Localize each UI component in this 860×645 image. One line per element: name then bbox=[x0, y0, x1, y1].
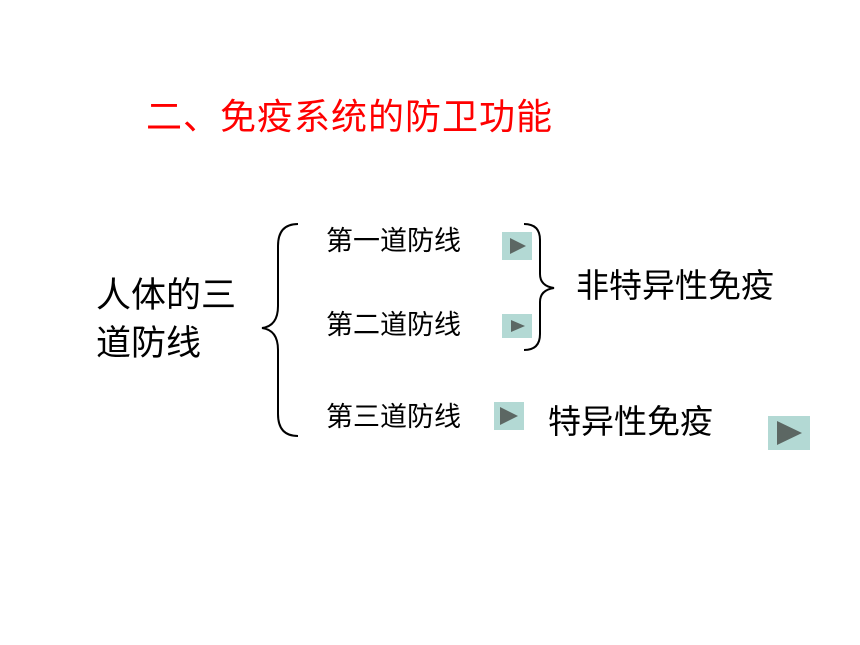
specific-immunity-label: 特异性免疫 bbox=[548, 402, 713, 441]
play-button-third[interactable] bbox=[494, 402, 524, 430]
main-label: 人体的三道防线 bbox=[96, 276, 237, 364]
slide-title: 二、免疫系统的防卫功能 bbox=[146, 97, 554, 138]
nonspecific-immunity-label: 非特异性免疫 bbox=[576, 266, 774, 305]
play-button-first[interactable] bbox=[502, 232, 532, 260]
play-triangle-icon bbox=[510, 238, 526, 254]
left-brace bbox=[261, 223, 299, 437]
line-label-third: 第三道防线 bbox=[326, 402, 461, 433]
play-triangle-icon bbox=[777, 421, 802, 445]
play-button-second[interactable] bbox=[502, 314, 532, 338]
line-label-first: 第一道防线 bbox=[326, 226, 461, 257]
line-label-second: 第二道防线 bbox=[326, 310, 461, 341]
play-triangle-icon bbox=[511, 320, 525, 332]
right-brace bbox=[523, 223, 555, 351]
play-button-specific[interactable] bbox=[768, 416, 810, 450]
play-triangle-icon bbox=[500, 407, 518, 425]
